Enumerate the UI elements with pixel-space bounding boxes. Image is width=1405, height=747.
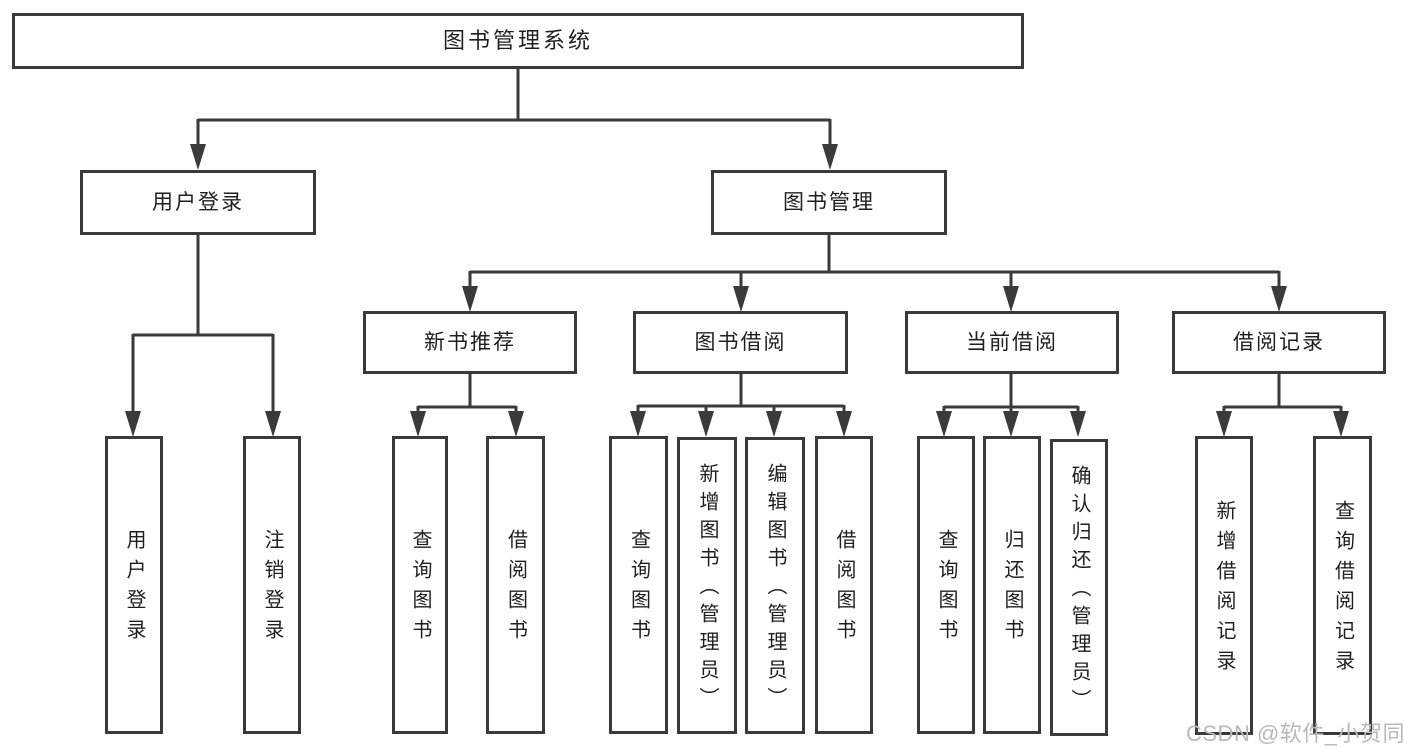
node-root: 图书管理系统 bbox=[12, 13, 1024, 69]
node-borrowing-records: 借阅记录 bbox=[1172, 311, 1386, 374]
node-current-borrowing: 当前借阅 bbox=[905, 311, 1119, 374]
node-book-borrowing: 图书借阅 bbox=[633, 311, 848, 374]
connector-new-book bbox=[416, 374, 518, 418]
leaf-add-borrow-record: 新增借阅记录 bbox=[1195, 436, 1253, 735]
connector-root bbox=[196, 66, 832, 150]
leaf-confirm-return-admin: 确认归还（管理员） bbox=[1050, 439, 1108, 736]
connector-book-management bbox=[468, 235, 1281, 293]
arrowheads bbox=[125, 144, 1349, 437]
leaf-query-books-borrowing: 查询图书 bbox=[609, 436, 668, 734]
leaf-borrow-books-borrowing: 借阅图书 bbox=[815, 436, 873, 734]
node-new-book-recommend: 新书推荐 bbox=[363, 311, 577, 374]
leaf-user-login: 用户登录 bbox=[105, 436, 163, 734]
leaf-query-books-recommend: 查询图书 bbox=[392, 436, 448, 734]
leaf-logout: 注销登录 bbox=[243, 436, 301, 734]
leaf-return-books: 归还图书 bbox=[983, 436, 1041, 734]
node-book-management: 图书管理 bbox=[711, 170, 947, 235]
watermark: CSDN @软件_小贺同学 bbox=[1186, 721, 1405, 746]
leaf-query-borrow-record: 查询借阅记录 bbox=[1313, 436, 1372, 735]
leaf-add-book-admin: 新增图书（管理员） bbox=[677, 437, 737, 734]
node-user-login: 用户登录 bbox=[80, 170, 316, 235]
leaf-query-books-current: 查询图书 bbox=[917, 436, 975, 734]
connector-borrowing-records bbox=[1222, 374, 1343, 418]
leaf-edit-book-admin: 编辑图书（管理员） bbox=[745, 437, 805, 734]
leaf-borrow-books-recommend: 借阅图书 bbox=[486, 436, 545, 734]
connector-user-login bbox=[131, 235, 275, 418]
connector-book-borrowing bbox=[636, 374, 846, 418]
